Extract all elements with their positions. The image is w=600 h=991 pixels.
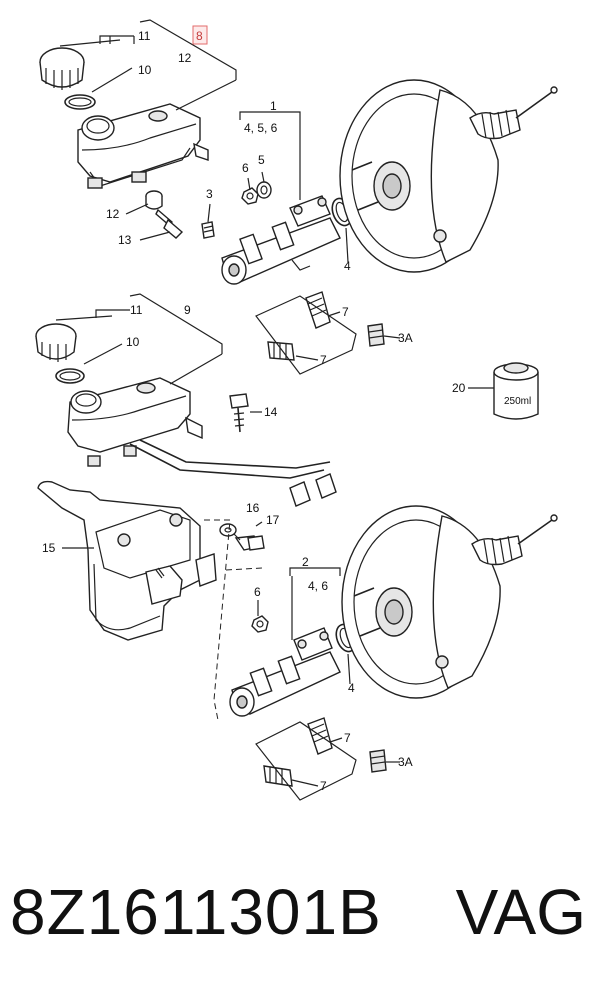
caption: 8Z1611301B VAG	[0, 862, 600, 962]
callout-9: 9	[184, 303, 191, 317]
brake-fluid-reservoir-bottom	[67, 377, 203, 467]
callout-1: 1	[270, 99, 277, 113]
callout-20: 20	[452, 381, 466, 395]
callout-14: 14	[264, 405, 278, 419]
callout-7-d: 7	[320, 779, 327, 793]
callout-11-bottom: 11	[130, 303, 143, 317]
callout-1-sub: 4, 5, 6	[244, 121, 278, 135]
master-cylinder-top	[221, 195, 341, 285]
part-number: 8Z1611301B	[10, 876, 382, 948]
callout-13: 13	[118, 233, 132, 247]
callout-7-c: 7	[344, 731, 351, 745]
washer-5	[256, 181, 272, 199]
pressure-sensor-7a	[305, 291, 331, 329]
callout-8: 8	[196, 29, 203, 43]
callout-2-sub: 4, 6	[308, 579, 328, 593]
seal-ring-bottom	[55, 368, 85, 384]
callout-3: 3	[206, 187, 213, 201]
callout-15: 15	[42, 541, 56, 555]
nut-6-bottom	[251, 615, 269, 633]
grommet-12-top	[145, 190, 163, 210]
brake-lines	[129, 439, 337, 507]
callout-3a-top: 3A	[398, 331, 413, 345]
callout-4-top: 4	[344, 259, 351, 273]
callout-17: 17	[266, 513, 280, 527]
highlight-box-8	[192, 25, 208, 45]
callout-5: 5	[258, 153, 265, 167]
callout-3a-bottom: 3A	[398, 755, 413, 769]
callout-12-a: 12	[178, 51, 192, 65]
callout-10-top: 10	[138, 63, 152, 77]
leader-lines-top	[59, 19, 401, 361]
sensor-bracket-bottom	[255, 721, 357, 801]
callout-10-bottom: 10	[126, 335, 140, 349]
leader-lines-bottom	[55, 293, 400, 787]
brake-booster-bottom	[341, 505, 558, 699]
callout-12-b: 12	[106, 207, 120, 221]
callout-4-bottom: 4	[348, 681, 355, 695]
brand-name: VAG	[455, 876, 586, 948]
plug-3a-top	[367, 323, 385, 347]
brake-fluid-reservoir-top	[77, 103, 209, 189]
seal-ring-top	[64, 94, 96, 110]
bolt-17	[234, 535, 265, 551]
pressure-sensor-7d	[263, 765, 293, 787]
bottle-label: 250ml	[504, 396, 531, 407]
brake-fluid-bottle	[468, 362, 539, 420]
mounting-bracket-15	[37, 480, 217, 641]
washer-16	[219, 523, 237, 537]
dashed-outline-bottom-2	[225, 567, 263, 571]
master-cylinder-bottom	[229, 627, 341, 717]
nut-6-top	[241, 187, 259, 205]
bolt-13	[155, 208, 184, 239]
reservoir-cap-bottom	[35, 323, 77, 362]
screw-3	[201, 221, 215, 239]
reservoir-cap-top	[39, 47, 85, 90]
brake-assembly-diagram: 11 10 8 12 1 4, 5, 6 5 6 3 12 13 4 7 7 3…	[35, 19, 558, 801]
callout-7-a: 7	[342, 305, 349, 319]
dashed-outline-bottom	[204, 519, 231, 721]
callout-7-b: 7	[320, 353, 327, 367]
sensor-bracket-top	[255, 295, 357, 375]
callout-6-top: 6	[242, 161, 249, 175]
callout-2: 2	[302, 555, 309, 569]
callout-6-bottom: 6	[254, 585, 261, 599]
brake-booster-top	[339, 79, 558, 273]
callout-16: 16	[246, 501, 260, 515]
bolt-14	[229, 393, 249, 433]
plug-3a-bottom	[369, 749, 387, 773]
pressure-sensor-7b	[267, 341, 295, 361]
callout-11-top: 11	[138, 29, 151, 43]
